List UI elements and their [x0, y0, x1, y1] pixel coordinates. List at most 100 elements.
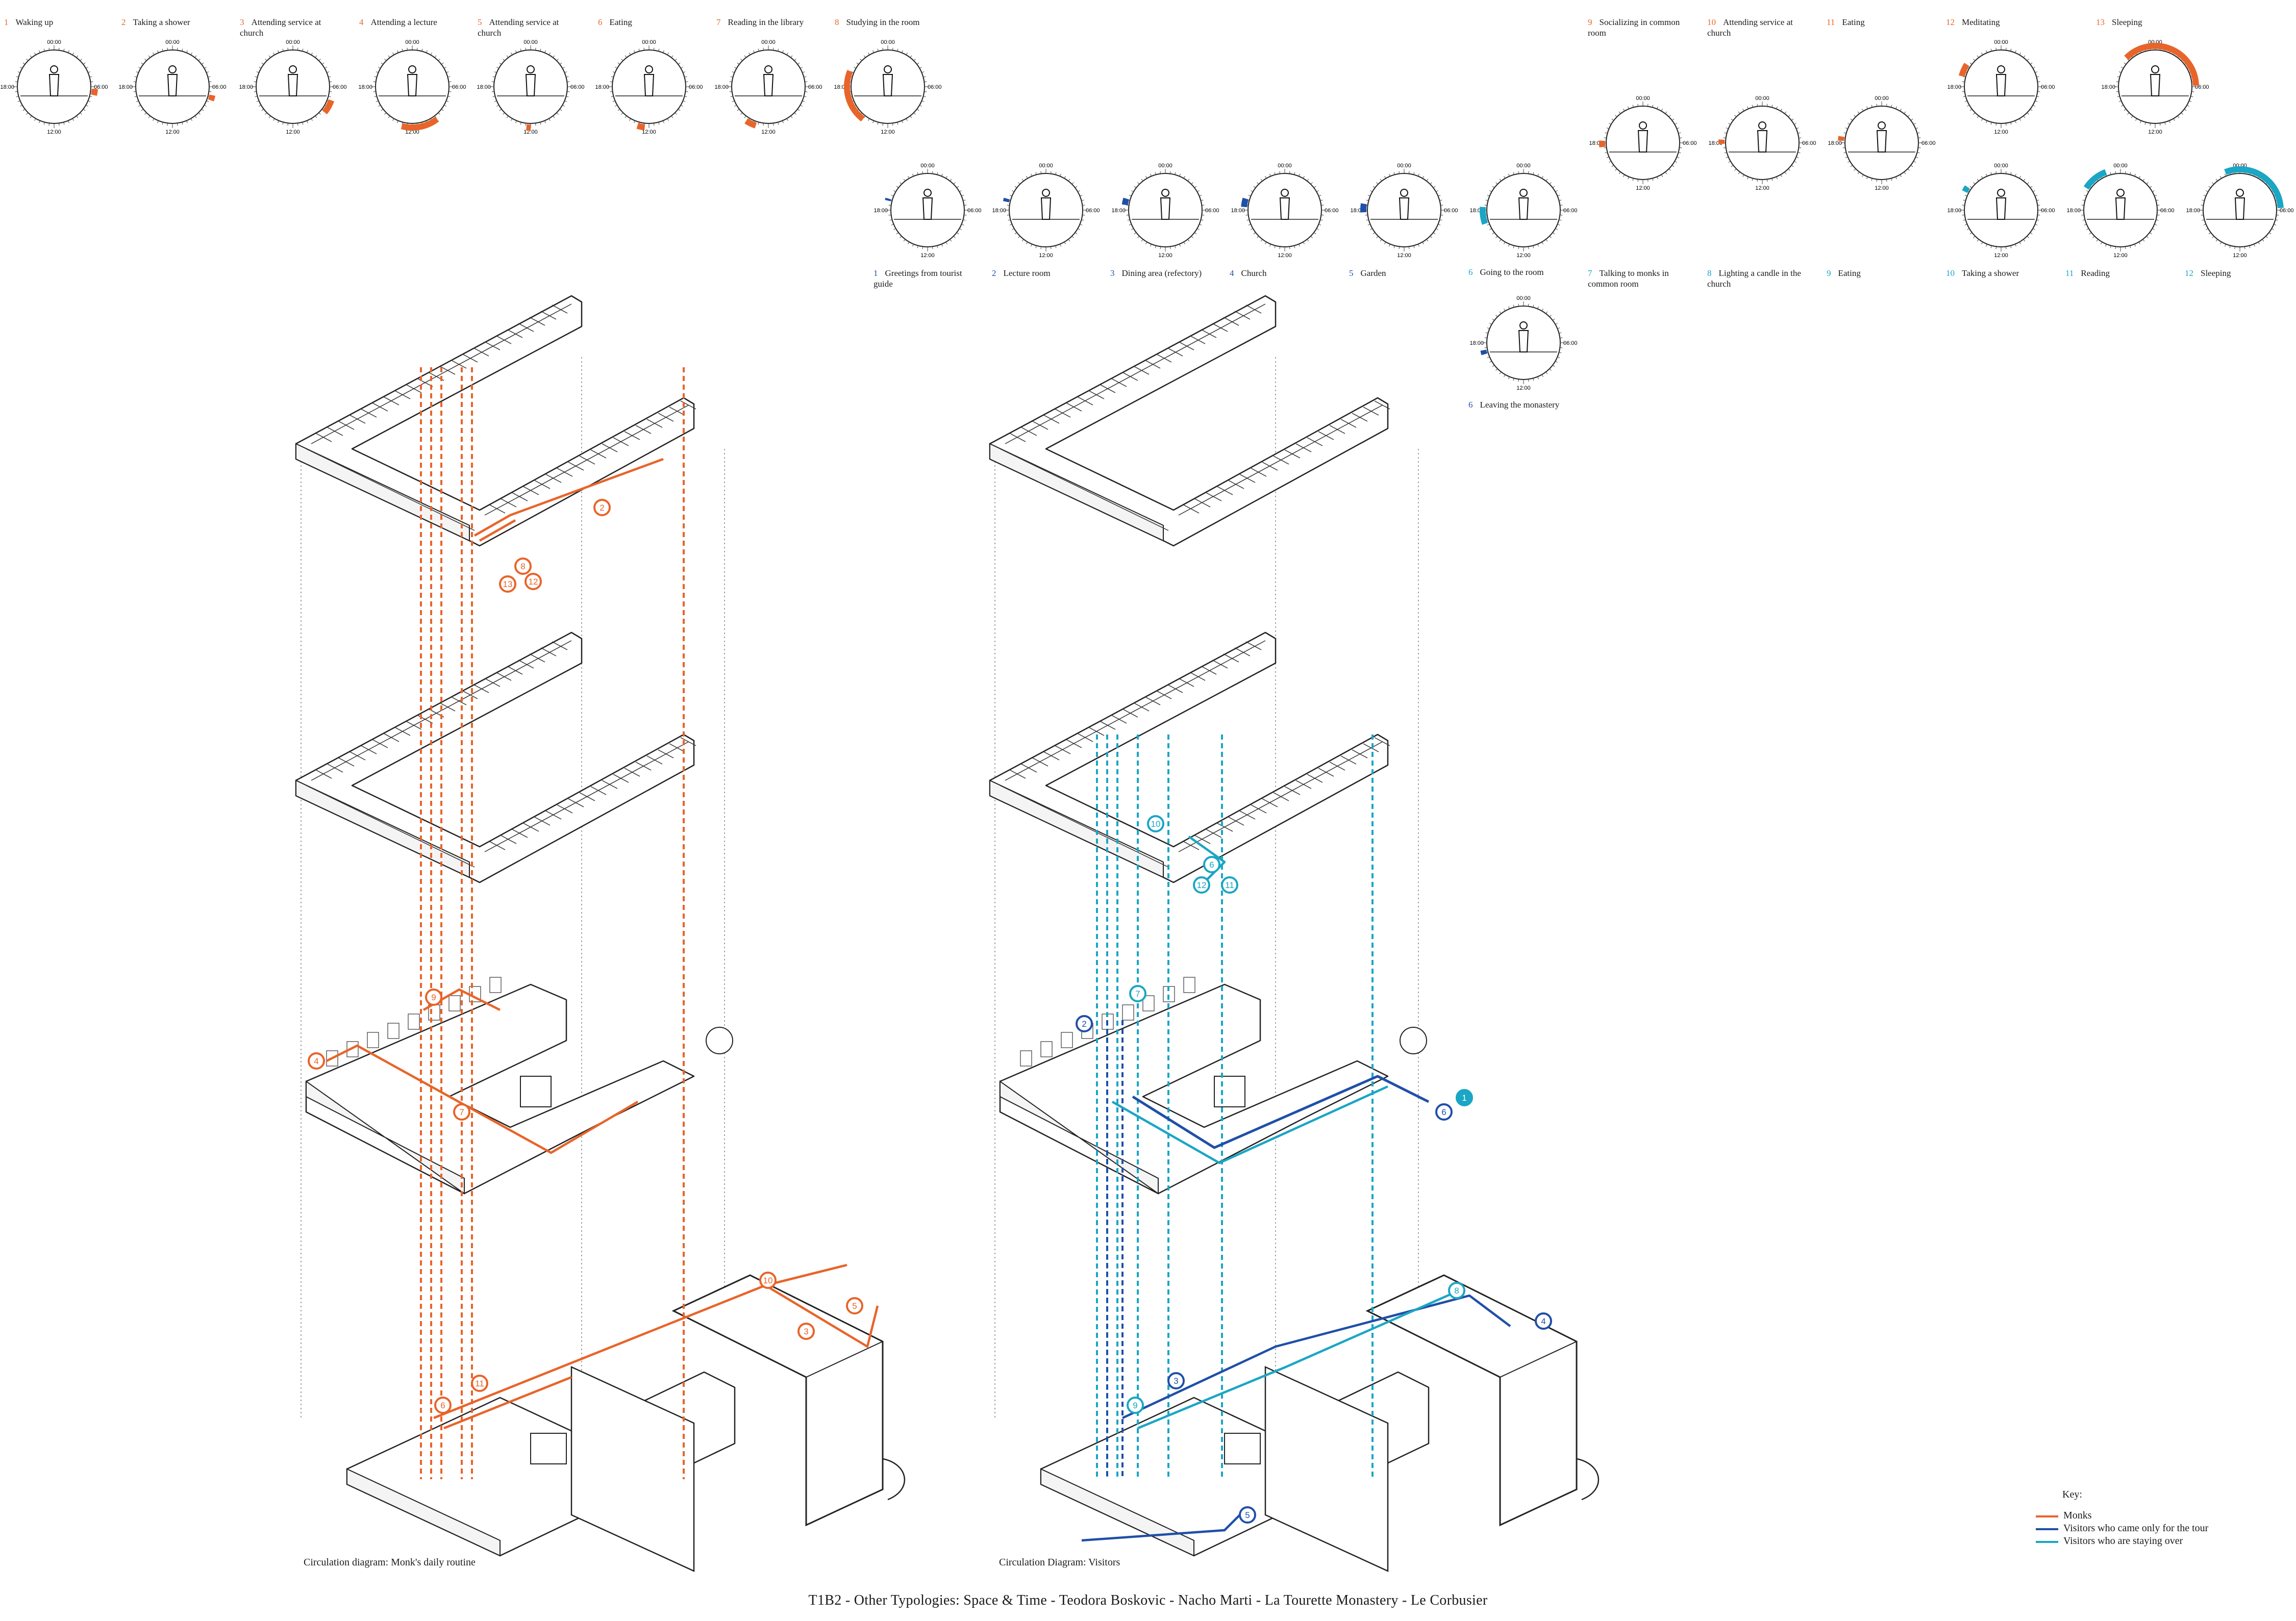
cell-wall	[1201, 666, 1217, 675]
clock-tick	[1160, 171, 1161, 174]
clock-label-bottom: 12:00	[1516, 385, 1531, 391]
clock-tick	[520, 122, 521, 125]
clock-tick	[254, 91, 257, 92]
room-block	[530, 1433, 567, 1464]
clock-tick	[896, 232, 899, 235]
clock-label-right: 06:00	[808, 84, 822, 90]
clock-tick	[297, 47, 298, 50]
floor-slab	[295, 295, 695, 547]
clock-tick	[1606, 157, 1609, 158]
clock-tick	[1969, 186, 1973, 188]
slab-edge	[989, 779, 1164, 878]
clock-tick	[548, 118, 551, 121]
marker-circle	[453, 1103, 470, 1121]
clock-tick	[2121, 67, 2124, 69]
clock-label-bottom: 12:00	[1994, 129, 2008, 135]
clock-tick	[2125, 246, 2126, 249]
clock-tick	[148, 55, 151, 58]
clock-label-bottom: 12:00	[881, 129, 895, 135]
person-body	[1876, 130, 1887, 153]
clock-tick	[1557, 327, 1560, 329]
cell-wall	[1021, 764, 1037, 773]
clock-tick	[564, 71, 567, 73]
clock-tick	[83, 62, 86, 65]
clock-tick	[786, 53, 788, 55]
clock-tick	[1489, 228, 1492, 230]
clock-tick	[1389, 244, 1390, 247]
clock-tick	[1499, 311, 1502, 314]
person-head	[1997, 189, 2005, 197]
clock-tick	[1726, 128, 1729, 129]
clock-tick	[256, 71, 259, 73]
cell-wall	[1021, 427, 1037, 436]
clock-tick	[1187, 179, 1190, 182]
marker-number: 6	[1209, 860, 1214, 870]
clock-tick	[2127, 59, 2130, 61]
clock-tick	[1265, 176, 1267, 179]
clock-label-bottom: 12:00	[47, 129, 61, 135]
cell-wall	[501, 835, 517, 844]
clock-tick	[204, 105, 207, 107]
clock-tick	[34, 53, 36, 55]
clock-label-right: 06:00	[452, 84, 466, 90]
route-path	[1111, 1085, 1388, 1164]
cell-wall	[1228, 817, 1244, 826]
clock-tick	[1318, 224, 1321, 225]
clock-tick	[2084, 195, 2087, 196]
clock-tick	[786, 118, 788, 121]
clock-tick	[1513, 305, 1514, 308]
clock-label-right: 06:00	[570, 84, 585, 90]
clock-tick	[922, 171, 924, 174]
clock-tick	[758, 48, 759, 52]
clock-label-right: 06:00	[1086, 208, 1100, 214]
clock-tick	[1623, 109, 1625, 111]
clock-tick	[540, 48, 541, 52]
clock-tick	[744, 55, 746, 58]
clock-tick	[20, 105, 22, 107]
clock-tick	[1199, 224, 1202, 225]
cell-wall	[1178, 341, 1194, 350]
marker-circle	[797, 1323, 815, 1340]
crypt-curve	[1576, 1458, 1600, 1501]
clock-tick	[1508, 244, 1510, 247]
clock-label-right: 06:00	[1802, 140, 1816, 146]
clock-tick	[1609, 123, 1611, 125]
clock-tick	[2027, 182, 2029, 185]
clock-tick	[1728, 161, 1731, 163]
clock-tick	[1380, 239, 1382, 242]
upper-floor-plan	[989, 631, 1390, 883]
route-marker: 10	[759, 1272, 777, 1289]
clock-tick	[1376, 236, 1379, 238]
cell-wall	[507, 666, 523, 675]
route-path	[1081, 1509, 1246, 1542]
clock-tick	[917, 245, 918, 248]
clock-tick	[446, 100, 449, 102]
floor-slab	[295, 631, 695, 883]
clock-tick	[1495, 182, 1498, 185]
person-head	[924, 189, 932, 197]
clock-tick	[2258, 242, 2260, 244]
clock-tick	[494, 100, 497, 102]
clock-tick	[2149, 186, 2152, 188]
cell-wall	[1194, 835, 1211, 844]
clock-tick	[2116, 91, 2119, 92]
clock-tick	[1269, 244, 1271, 247]
clock-tick	[868, 118, 870, 121]
clock-tick	[1757, 179, 1758, 182]
clock-tick	[1668, 115, 1671, 117]
clock-tick	[941, 244, 943, 247]
clock-tick	[953, 236, 956, 238]
clock-tick	[1082, 205, 1085, 206]
clock-tick	[892, 123, 893, 126]
clock-tick	[1555, 323, 1558, 325]
slab-edge	[989, 443, 1164, 542]
clock-label-bottom: 12:00	[286, 129, 300, 135]
person-head	[1400, 189, 1408, 197]
clock-tick	[740, 112, 743, 115]
clock-tick	[1487, 195, 1490, 196]
clock-tick	[177, 47, 178, 50]
clock-tick	[553, 115, 555, 118]
clock-tick	[800, 67, 803, 69]
